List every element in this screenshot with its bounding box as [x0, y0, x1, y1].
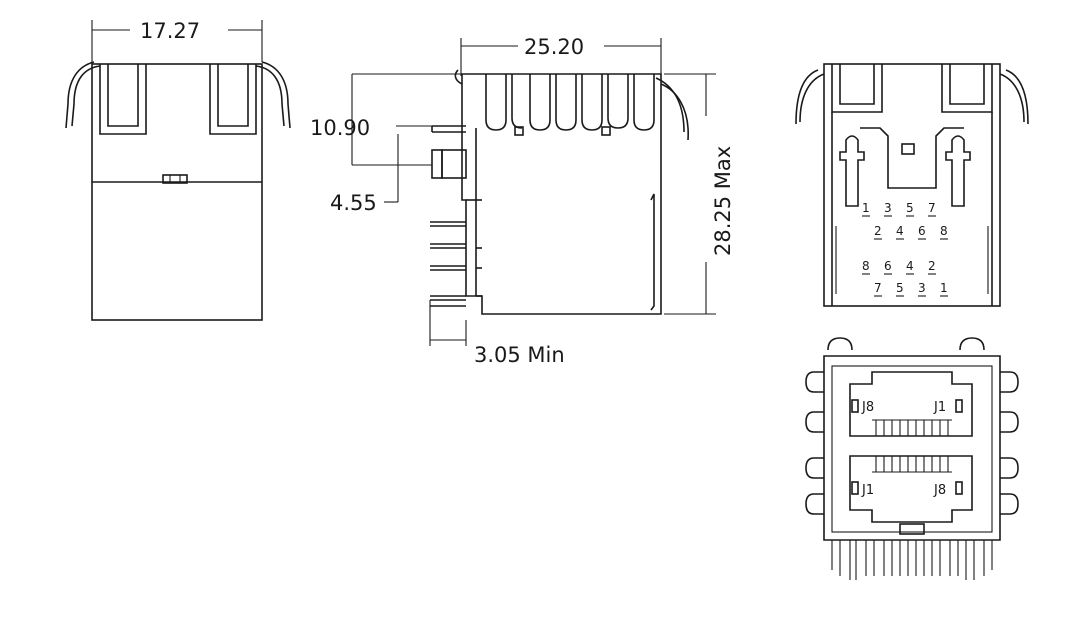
- pin-label: 7: [928, 201, 936, 215]
- pin-label: 3: [884, 201, 892, 215]
- pin-label: 2: [928, 259, 936, 273]
- pin-label: 6: [918, 224, 926, 238]
- jack-label-lower-right: J8: [933, 483, 946, 498]
- jack-label-upper-left: J8: [861, 400, 874, 415]
- dim-3-05: 3.05 Min: [429, 300, 565, 367]
- bottom-view: J8 J1 J1 J8: [805, 337, 1019, 580]
- pin-label: 1: [862, 201, 870, 215]
- dim-label-10-90: 10.90: [310, 116, 370, 140]
- pin-label: 8: [862, 259, 870, 273]
- dim-25-20: 25.20: [460, 35, 662, 76]
- dim-4-55: 4.55: [330, 134, 399, 215]
- pin-label: 7: [874, 281, 882, 295]
- dim-label-25-20: 25.20: [524, 35, 584, 59]
- pin-label: 4: [896, 224, 904, 238]
- pin-label: 8: [940, 224, 948, 238]
- pin-label: 5: [906, 201, 914, 215]
- front-view: 1 3 5 7 2 4 6 8 8 6 4 2 7 5 3 1: [795, 63, 1029, 307]
- pin-label: 2: [874, 224, 882, 238]
- pin-label: 5: [896, 281, 904, 295]
- left-view: 17.27: [65, 19, 291, 321]
- jack-label-lower-left: J1: [861, 483, 874, 498]
- dim-label-3-05: 3.05 Min: [474, 343, 565, 367]
- pin-label: 1: [940, 281, 948, 295]
- dim-label-28-25: 28.25 Max: [711, 146, 735, 256]
- dim-label-17-27: 17.27: [140, 19, 200, 43]
- pin-label: 4: [906, 259, 914, 273]
- pin-label: 3: [918, 281, 926, 295]
- dim-17-27: 17.27: [91, 19, 263, 62]
- dim-label-4-55: 4.55: [330, 191, 377, 215]
- middle-view: 25.20 10.90 4.55 28.25 Max: [310, 35, 735, 367]
- pin-label: 6: [884, 259, 892, 273]
- dim-28-25: 28.25 Max: [664, 73, 735, 315]
- dim-10-90: 10.90: [310, 73, 462, 166]
- jack-label-upper-right: J1: [933, 400, 946, 415]
